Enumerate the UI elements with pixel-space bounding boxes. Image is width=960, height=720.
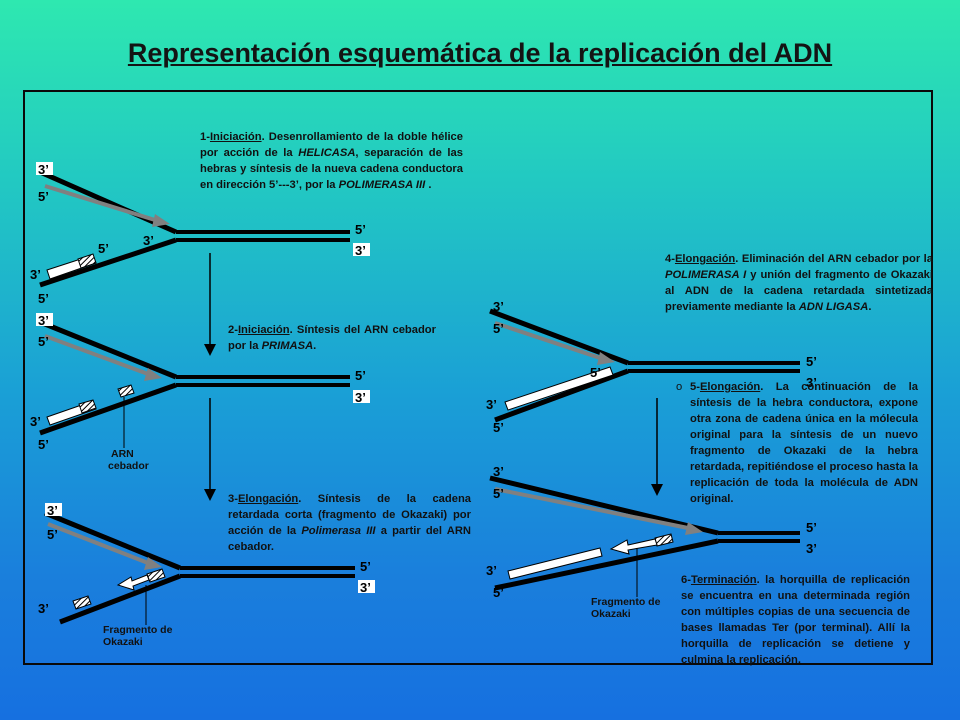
label-5prime: 5’ <box>590 365 601 380</box>
label-3prime: 3’ <box>38 313 49 328</box>
fork-4-bottom-strand <box>494 368 629 423</box>
fork-3-leading-arrowhead <box>144 557 162 570</box>
label-3prime: 3’ <box>30 414 41 429</box>
fork-4-joined-strand <box>504 366 614 411</box>
fork-1-bottom-strand <box>39 237 177 288</box>
step-3-description: 3-Elongación. Síntesis de la cadena reta… <box>228 493 471 553</box>
fork-5-primer <box>654 533 674 547</box>
fork-3 <box>44 510 355 625</box>
fork-5-okazaki-strand <box>507 547 603 580</box>
label-5prime: 5’ <box>47 527 58 542</box>
label-3prime: 3’ <box>38 162 49 177</box>
fork-3-bottom-strand <box>59 573 181 625</box>
fork-4-leading-arrowhead <box>597 352 615 365</box>
okazaki-2-label: Fragmento de Okazaki <box>591 596 661 620</box>
label-5prime: 5’ <box>38 189 49 204</box>
label-3prime: 3’ <box>355 390 366 405</box>
label-3prime: 3’ <box>486 397 497 412</box>
fork-3-primer-1 <box>72 595 92 610</box>
label-5prime: 5’ <box>355 368 366 383</box>
fork-2-leading-arrowhead <box>144 368 162 381</box>
label-5prime: 5’ <box>355 222 366 237</box>
label-5prime: 5’ <box>806 354 817 369</box>
label-3prime: 3’ <box>486 563 497 578</box>
okazaki-1-label: Fragmento de Okazaki <box>103 624 173 648</box>
label-5prime: 5’ <box>806 520 817 535</box>
fork-3-primer-2 <box>146 568 166 583</box>
label-3prime: 3’ <box>493 299 504 314</box>
fork-5-leading-strand <box>494 487 689 530</box>
fork-5-okazaki-arrow <box>609 538 658 555</box>
fork-2-primer-2 <box>117 384 135 398</box>
label-5prime: 5’ <box>38 334 49 349</box>
label-5prime: 5’ <box>360 559 371 574</box>
fork-2-top-strand <box>39 319 177 380</box>
fork-5-top-strand <box>489 475 719 536</box>
label-5prime: 5’ <box>493 486 504 501</box>
label-3prime: 3’ <box>355 243 366 258</box>
strand-end-labels: 3’ 5’ 3’ 5’ 3’ 5’ 5’ 3’ 3’ 5’ 3’ 5’ 5’ 3… <box>30 162 817 616</box>
fork-5-bottom-strand <box>494 538 719 591</box>
label-5prime: 5’ <box>493 321 504 336</box>
fork-2-bottom-strand <box>39 382 177 436</box>
step-1-description: 1-Iniciación. Desenrollamiento de la dob… <box>200 131 463 191</box>
step-4-description: 4-Elongación. Eliminación del ARN cebado… <box>665 253 933 313</box>
fork-5 <box>489 475 800 597</box>
fork-2-leading-strand <box>44 334 149 376</box>
step-6-description: 6-Terminación. la horquilla de replicaci… <box>681 574 910 666</box>
label-5prime: 5’ <box>493 420 504 435</box>
fork-4-top-strand <box>489 308 629 366</box>
fork-3-leading-strand <box>47 522 149 565</box>
label-3prime: 3’ <box>360 580 371 595</box>
arn-cebador-label: ARN cebador <box>108 448 149 472</box>
fork-2 <box>39 319 350 448</box>
label-3prime: 3’ <box>47 503 58 518</box>
label-3prime: 3’ <box>38 601 49 616</box>
label-5prime: 5’ <box>493 585 504 600</box>
bullet: o <box>676 381 683 393</box>
label-5prime: 5’ <box>38 291 49 306</box>
label-3prime: 3’ <box>493 464 504 479</box>
label-5prime: 5’ <box>38 437 49 452</box>
fork-3-top-strand <box>44 510 181 571</box>
diagram-frame <box>23 90 933 665</box>
fork-1-leading-arrowhead <box>152 214 170 227</box>
fork-4-leading-strand <box>494 321 601 360</box>
fork-5-leading-arrowhead <box>685 522 703 535</box>
label-3prime: 3’ <box>806 375 817 390</box>
label-5prime: 5’ <box>98 241 109 256</box>
fork-1 <box>38 169 350 288</box>
label-3prime: 3’ <box>143 233 154 248</box>
page-title: Representación esquemática de la replica… <box>127 38 833 68</box>
label-3prime: 3’ <box>806 541 817 556</box>
fork-4 <box>489 308 800 423</box>
fork-1-leading-strand <box>44 184 156 222</box>
fork-2-primer-1 <box>78 399 97 414</box>
label-3prime: 3’ <box>30 267 41 282</box>
fork-1-primer <box>77 253 97 269</box>
step-2-description: 2-Iniciación. Síntesis del ARN cebador p… <box>228 324 436 352</box>
fork-3-okazaki-arrow <box>116 574 150 591</box>
